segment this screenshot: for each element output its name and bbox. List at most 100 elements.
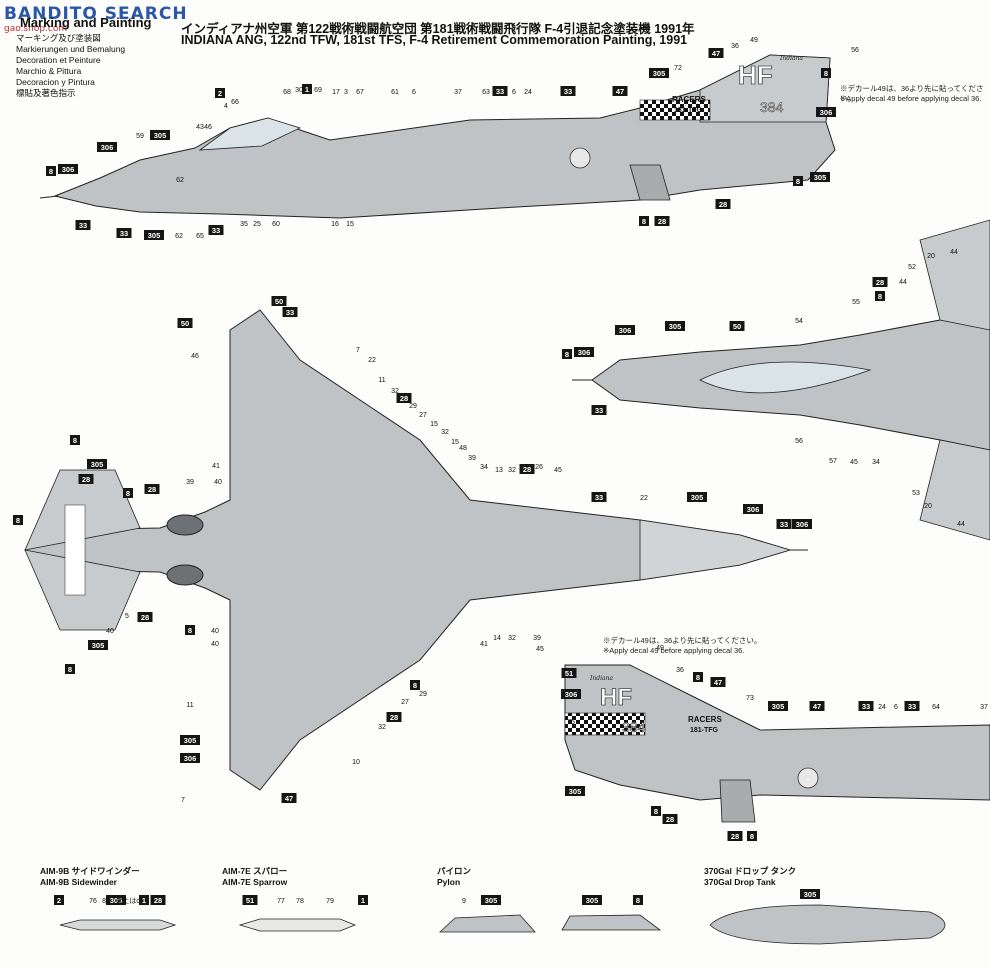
callout-number: 28 <box>390 713 398 722</box>
callout-number: 36 <box>731 43 739 50</box>
callout-number: 53 <box>912 490 920 497</box>
pylon-label-en: Pylon <box>437 877 461 887</box>
drop-tank-drawing <box>709 904 946 945</box>
aim7e-label-jp: AIM-7E スパロー <box>222 866 288 876</box>
language-label-it: Marchio & Pittura <box>16 66 82 76</box>
callout-number: 47 <box>714 678 722 687</box>
callout-number: 11 <box>378 377 385 384</box>
callout-number: 1 <box>305 85 309 94</box>
callout-number: 34 <box>480 464 488 471</box>
store-callout-box <box>481 895 501 905</box>
callout-number: 305 <box>154 131 167 140</box>
callout-number: 305 <box>814 173 827 182</box>
callout-number: 30 <box>295 87 303 94</box>
callout-number: 40 <box>106 628 114 635</box>
callout-number: 306 <box>184 754 197 763</box>
callout-number: 39 <box>533 635 541 642</box>
pylon-drawing-2 <box>561 914 662 931</box>
callout-number: 54 <box>795 318 803 325</box>
store-callout-box <box>800 889 820 899</box>
callout-box <box>144 230 164 240</box>
callout-number: 13 <box>495 467 503 474</box>
callout-number: 33 <box>862 702 870 711</box>
callout-box <box>574 347 594 357</box>
callout-number: 306 <box>747 505 760 514</box>
drop-tank-label: 370Gal ドロップ タンク 370Gal Drop Tank <box>704 866 796 888</box>
callout-number: 41 <box>212 463 220 470</box>
callout-box <box>215 88 225 98</box>
callout-box <box>78 474 94 484</box>
callout-number: 20 <box>924 503 932 510</box>
store-callout-number: 1 <box>361 896 365 905</box>
callout-number: 34 <box>872 459 880 466</box>
callout-number: 305 <box>184 736 197 745</box>
callout-box <box>612 86 628 96</box>
callout-box <box>144 484 160 494</box>
callout-box <box>123 488 133 498</box>
callout-number: 26 <box>535 464 543 471</box>
callout-number: 305 <box>148 231 161 240</box>
callout-number: 22 <box>368 357 376 364</box>
callout-number: 28 <box>400 394 408 403</box>
aim9b-label: AIM-9B サイドワインダー AIM-9B Sidewinder <box>40 866 140 888</box>
callout-box <box>561 668 577 678</box>
callout-number: 51 <box>565 669 573 678</box>
callout-box <box>768 701 788 711</box>
callout-box <box>565 786 585 796</box>
callout-number: 47 <box>616 87 624 96</box>
aim7e-label-en: AIM-7E Sparrow <box>222 877 288 887</box>
callout-number: 44 <box>899 279 907 286</box>
callout-number: 46 <box>191 353 199 360</box>
callout-number: 8 <box>73 436 77 445</box>
callout-number: 44 <box>957 521 965 528</box>
callout-number: 28 <box>148 485 156 494</box>
callout-box <box>180 735 200 745</box>
callout-number: 305 <box>669 322 682 331</box>
callout-box <box>639 216 649 226</box>
callout-box <box>708 48 724 58</box>
decal-note-top-en: ※Apply decal 49 before applying decal 36… <box>840 94 982 103</box>
callout-number: 48 <box>459 445 467 452</box>
callout-box <box>665 321 685 331</box>
callout-number: 6 <box>512 89 516 96</box>
store-callout-number: 77 <box>277 898 285 905</box>
callout-number: 68 <box>283 89 291 96</box>
callout-number: 306 <box>101 143 114 152</box>
callout-number: 41 <box>480 641 488 648</box>
callout-box <box>302 84 312 94</box>
store-callout-number: 305 <box>804 890 817 899</box>
callout-number: 305 <box>91 460 104 469</box>
callout-number: 32 <box>391 388 399 395</box>
callout-number: 15 <box>346 221 354 228</box>
callout-number: 15 <box>430 421 438 428</box>
callout-number: 305 <box>569 787 582 796</box>
intake-top <box>629 164 671 201</box>
store-callout-number: 28 <box>154 896 162 905</box>
callout-number: 8 <box>68 665 72 674</box>
nose-top-view <box>572 219 990 541</box>
callout-box <box>727 831 743 841</box>
state-bottom: Indiana <box>589 675 613 682</box>
callout-number: 50 <box>181 319 189 328</box>
callout-box <box>591 405 607 415</box>
callout-number: 67 <box>356 89 364 96</box>
callout-number: 24 <box>524 89 532 96</box>
callout-number: 8 <box>642 217 646 226</box>
store-callout-number: 305 <box>485 896 498 905</box>
callout-number: 33 <box>79 221 87 230</box>
store-callout-box <box>242 895 258 905</box>
callout-number: 62 <box>175 233 183 240</box>
store-callout-box <box>633 895 643 905</box>
pylon-label: パイロン Pylon <box>437 866 471 888</box>
callout-box <box>729 321 745 331</box>
callout-box <box>615 325 635 335</box>
callout-number: 8 <box>750 832 754 841</box>
racers-bottom: RACERS <box>688 715 722 724</box>
callout-number: 8 <box>413 681 417 690</box>
pylon-label-jp: パイロン <box>437 866 472 876</box>
callout-number: 28 <box>658 217 666 226</box>
callout-box <box>58 164 78 174</box>
callout-number: 306 <box>578 348 591 357</box>
store-callout-number: 1 <box>142 896 146 905</box>
